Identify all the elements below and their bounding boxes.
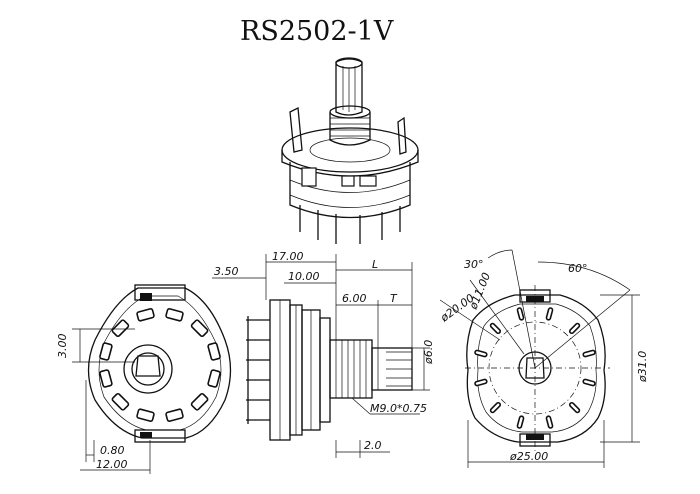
dim-3-50: 3.50 <box>214 265 239 278</box>
contact-slot <box>489 322 502 335</box>
contact-slot <box>582 378 596 387</box>
contact-slot <box>474 349 488 358</box>
contact-slot <box>516 415 525 429</box>
dim-thread: M9.0*0.75 <box>370 402 427 415</box>
dim-2-0: 2.0 <box>364 439 382 452</box>
dim-60deg: 60° <box>568 262 588 275</box>
side-dimensions: 17.00 3.50 10.00 L 6.00 T ø6.0 M9.0*0.75… <box>212 250 435 458</box>
contact-slots <box>99 308 221 422</box>
contact-slot <box>165 408 184 422</box>
dim-phi25: ø25.00 <box>509 450 548 463</box>
front-view-right <box>465 285 610 452</box>
dim-12-00: 12.00 <box>96 458 128 471</box>
contact-slot <box>165 308 184 322</box>
dim-phi31: ø31.0 <box>636 351 649 383</box>
contact-slot <box>111 319 130 338</box>
contact-slot <box>568 322 581 335</box>
side-view <box>246 299 413 441</box>
dim-L: L <box>372 258 378 271</box>
left-dimensions: 3.00 0.80 12.00 <box>56 328 151 474</box>
contact-slot <box>516 307 525 321</box>
contact-slot <box>568 401 581 414</box>
dim-phi6: ø6.0 <box>422 340 435 365</box>
dim-T: T <box>390 292 398 305</box>
contact-slot <box>190 319 209 338</box>
contact-slot <box>136 308 155 322</box>
contact-slot <box>99 342 113 361</box>
contact-slot <box>489 401 502 414</box>
contact-slot <box>207 369 221 388</box>
contact-slot <box>582 349 596 358</box>
contact-slot <box>545 307 554 321</box>
contact-slots <box>474 307 596 429</box>
contact-slot <box>207 342 221 361</box>
contact-slot <box>474 378 488 387</box>
dim-10-00: 10.00 <box>288 270 320 283</box>
contact-slot <box>545 415 554 429</box>
contact-slot <box>136 408 155 422</box>
dim-17-00: 17.00 <box>272 250 304 263</box>
isometric-view <box>281 57 419 244</box>
contact-slot <box>99 369 113 388</box>
dim-6-00: 6.00 <box>342 292 367 305</box>
front-view-left <box>87 284 232 443</box>
dim-30deg: 30° <box>464 258 484 271</box>
dim-3-00: 3.00 <box>56 334 69 359</box>
contact-slot <box>190 392 209 411</box>
dim-0-80: 0.80 <box>100 444 125 457</box>
drawing-title: RS2502-1V <box>240 16 394 47</box>
contact-slot <box>111 392 130 411</box>
